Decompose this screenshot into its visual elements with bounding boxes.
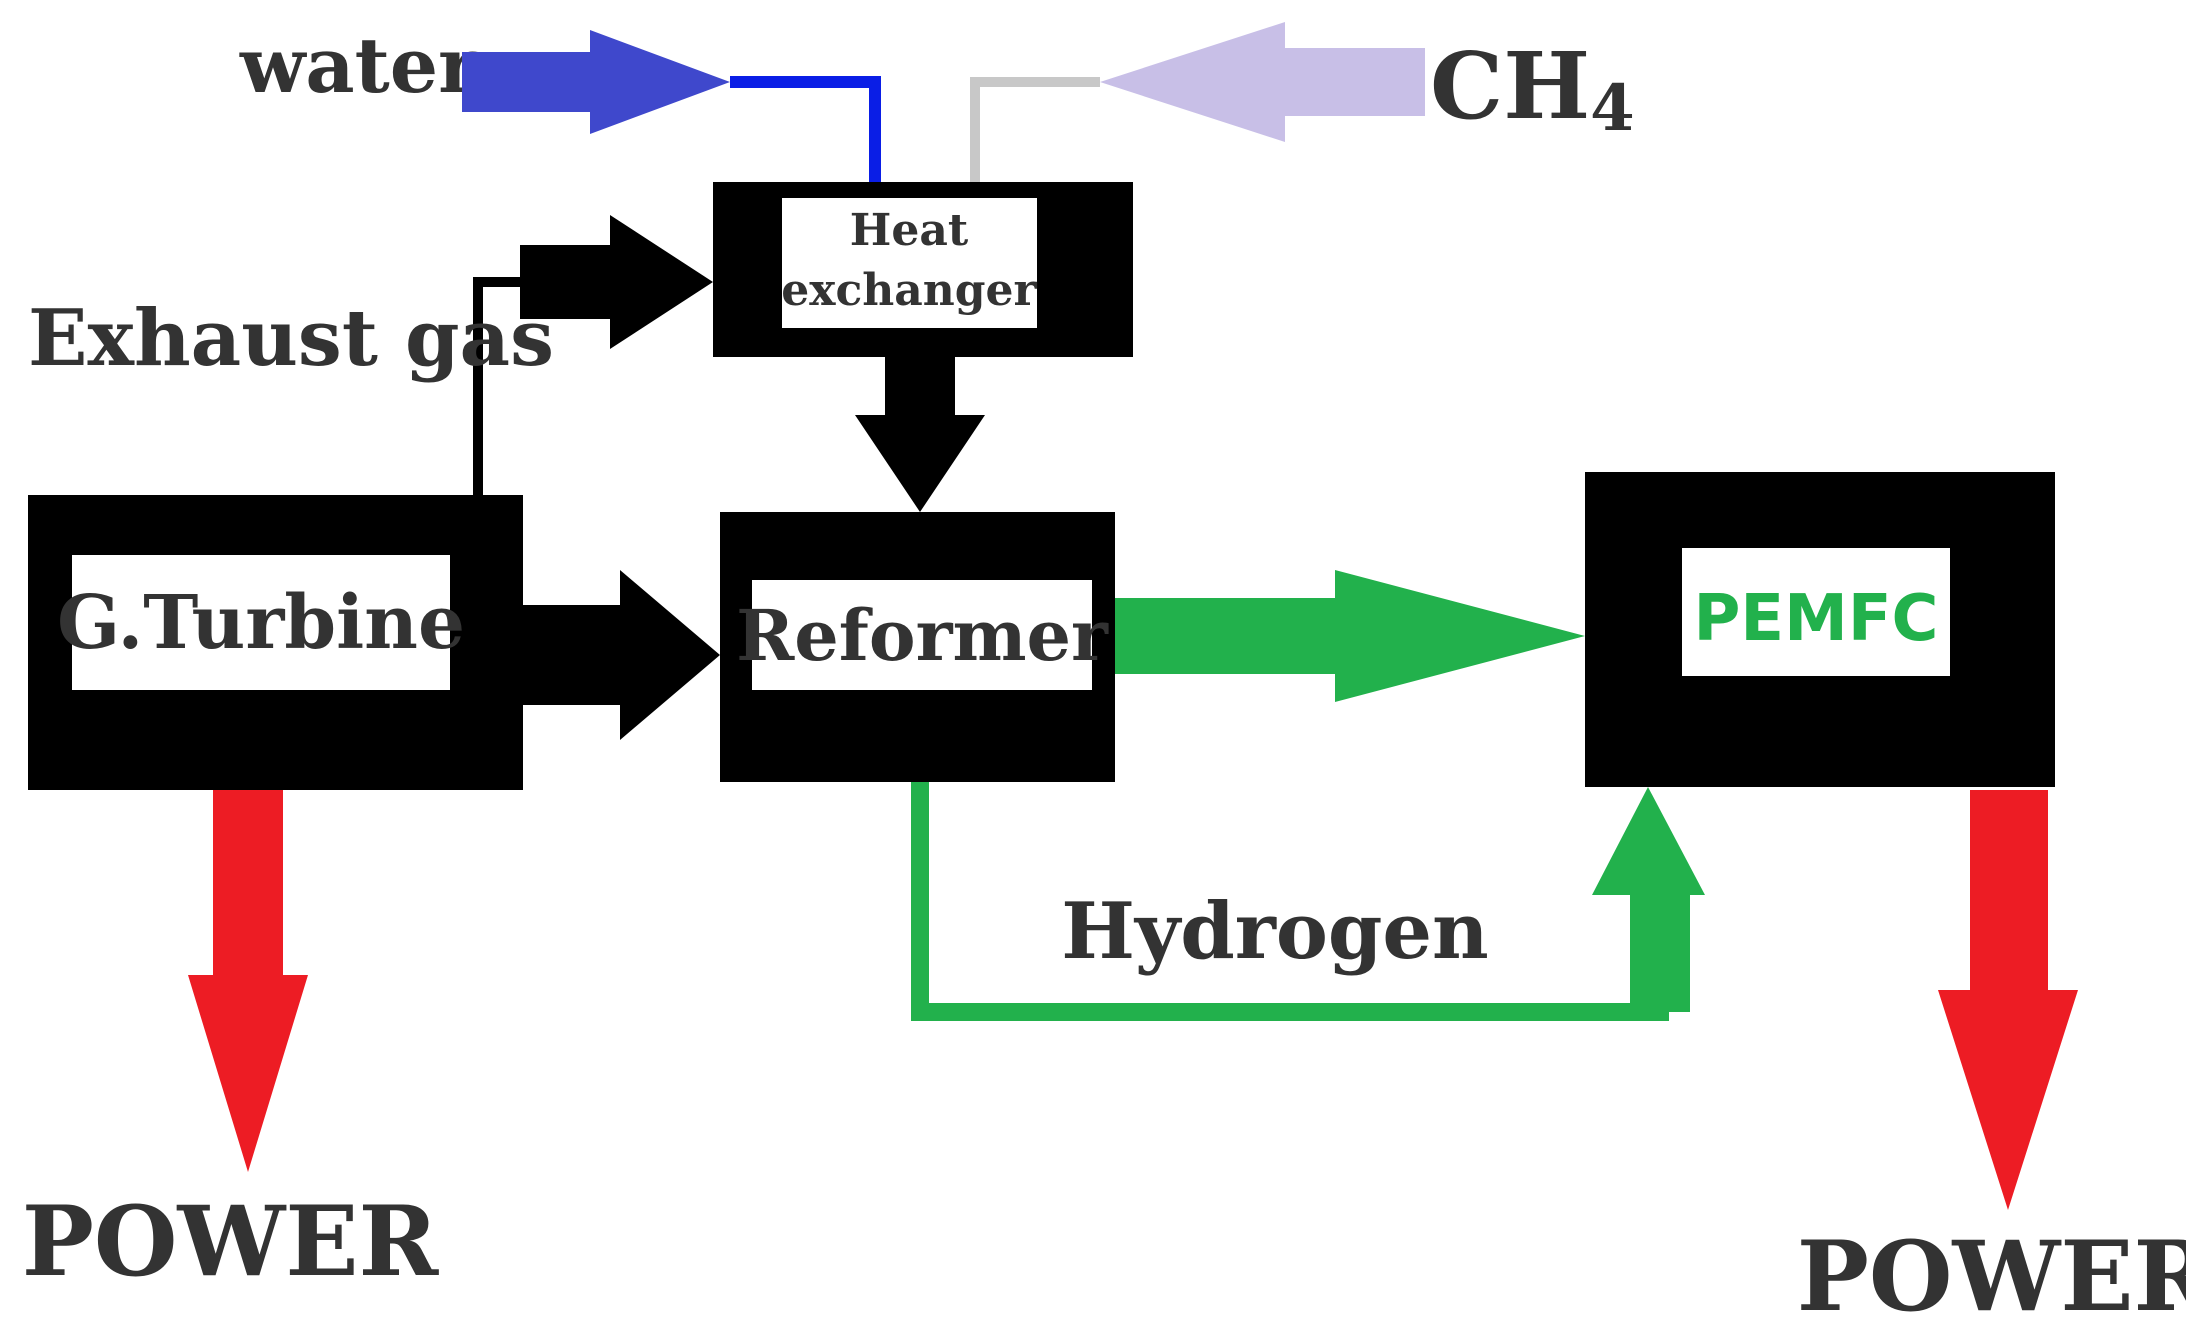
power-output-right: POWER (1797, 790, 2186, 1324)
exhaust-gas-line (473, 277, 530, 495)
turbine-to-reformer-arrow (523, 570, 720, 740)
hydrogen-label: Hydrogen (1061, 886, 1489, 977)
reformer-to-pemfc-arrow (1115, 570, 1585, 702)
pemfc-label: PEMFC (1694, 582, 1939, 656)
ch4-line (970, 77, 1100, 182)
gas-turbine: G.Turbine (28, 495, 523, 790)
water-line (730, 76, 881, 182)
heat-exchanger-label-box (782, 198, 1037, 328)
reformer: Reformer (720, 512, 1115, 782)
pemfc-label-box (1682, 548, 1950, 676)
gas-turbine-label-box (72, 555, 450, 690)
power-arrow-right (1938, 790, 2078, 1210)
reformer-label-box (752, 580, 1092, 690)
reformer-label: Reformer (736, 594, 1109, 677)
power-arrow-left (188, 790, 308, 1172)
pemfc: PEMFC (1585, 472, 2055, 787)
hydrogen-loop: Hydrogen (911, 782, 1705, 1021)
heat-exchanger-label-line2: exchanger (781, 265, 1037, 316)
ch4-label: CH4 (1430, 32, 1635, 146)
water-arrow (462, 30, 730, 134)
power-output-left: POWER (22, 790, 440, 1298)
water-label: water (239, 21, 479, 110)
hydrogen-loop-arrow (1592, 787, 1705, 1012)
ch4-input: CH4 (970, 22, 1635, 182)
water-input: water (239, 21, 881, 182)
gas-turbine-label: G.Turbine (57, 580, 465, 666)
ch4-label-sub: 4 (1590, 71, 1635, 146)
heat-exchanger: Heat exchanger (713, 182, 1133, 357)
heat-exchanger-label-line1: Heat (850, 205, 969, 256)
power-label-left: POWER (22, 1185, 440, 1298)
exhaust-gas-label: Exhaust gas (28, 293, 554, 384)
ch4-arrow (1100, 22, 1425, 142)
heat-exchanger-to-reformer-arrow (855, 357, 985, 512)
power-label-right: POWER (1797, 1220, 2186, 1324)
ch4-label-main: CH (1430, 32, 1590, 140)
exhaust-gas-arrow (520, 215, 713, 349)
exhaust-gas-flow: Exhaust gas (28, 215, 713, 495)
